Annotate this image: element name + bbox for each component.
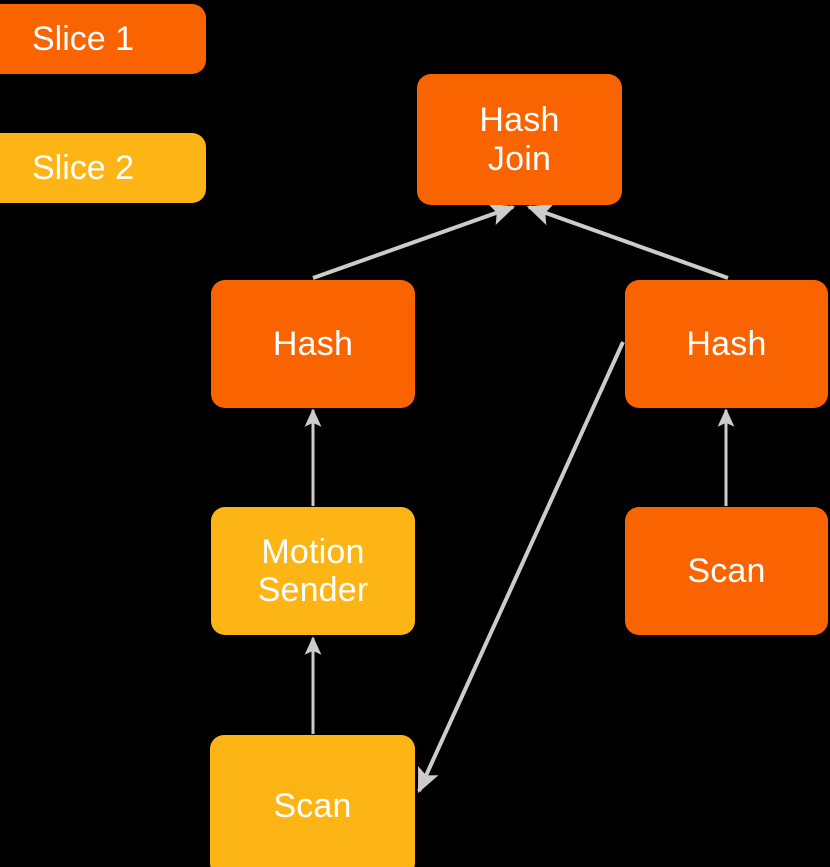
plan-node-hash-right[interactable]: Hash bbox=[625, 280, 828, 408]
edge-hash-right-to-hash-join bbox=[526, 203, 729, 280]
legend-label-slice-2: Slice 2 bbox=[31, 148, 135, 187]
plan-node-scan-right[interactable]: Scan bbox=[625, 507, 828, 635]
plan-node-scan-bottom[interactable]: Scan bbox=[210, 735, 415, 867]
plan-node-label-hash-join: Hash Join bbox=[479, 101, 560, 178]
legend-label-slice-1: Slice 1 bbox=[31, 19, 135, 58]
plan-node-label-hash-right: Hash bbox=[686, 324, 767, 363]
edge-hash-right-to-scan-bottom bbox=[417, 341, 625, 794]
plan-node-motion-sender[interactable]: Motion Sender bbox=[211, 507, 415, 635]
plan-node-label-motion-sender: Motion Sender bbox=[257, 532, 369, 609]
edge-hash-left-to-hash-join bbox=[312, 203, 516, 280]
plan-node-label-scan-bottom: Scan bbox=[273, 786, 352, 825]
plan-node-hash-left[interactable]: Hash bbox=[211, 280, 415, 408]
plan-node-label-hash-left: Hash bbox=[272, 324, 354, 363]
plan-node-hash-join[interactable]: Hash Join bbox=[417, 74, 622, 205]
legend-item-slice-2: Slice 2 bbox=[0, 133, 206, 203]
legend-item-slice-1: Slice 1 bbox=[0, 4, 206, 74]
plan-node-label-scan-right: Scan bbox=[687, 551, 766, 590]
